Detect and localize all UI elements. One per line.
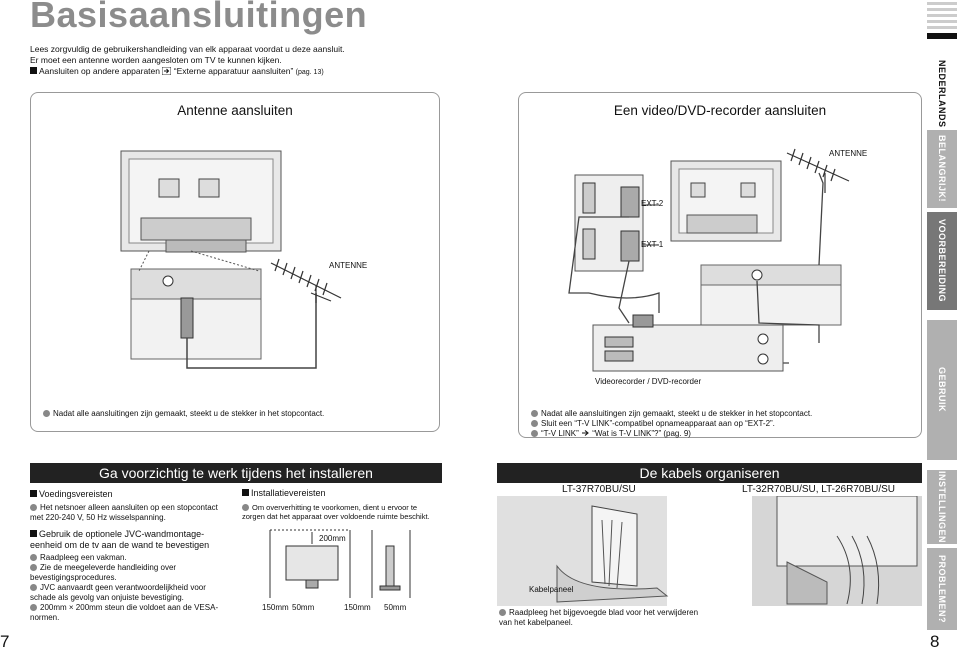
intro-text: Lees zorgvuldig de gebruikershandleiding… <box>30 44 345 78</box>
list-item: Zie de meegeleverde handleiding over bev… <box>30 563 177 582</box>
wall-mount-heading: Gebruik de optionele JVC-wandmontage-een… <box>30 529 210 550</box>
arrow-right-icon <box>582 430 589 436</box>
ext1-label: EXT-1 <box>641 240 664 249</box>
arrow-right-icon <box>162 67 172 75</box>
square-bullet-icon <box>30 67 37 74</box>
intro-line-1: Lees zorgvuldig de gebruikershandleiding… <box>30 44 345 54</box>
recorder-diagram <box>568 148 850 372</box>
recorder-antenna-label: ANTENNE <box>829 149 868 158</box>
antenna-panel: Antenne aansluiten ANTENNE <box>30 92 440 432</box>
square-bullet-icon <box>30 490 37 497</box>
bullet-dot-icon <box>499 609 506 616</box>
dim-top: 200mm <box>319 534 346 543</box>
tab-nederlands[interactable]: NEDERLANDS <box>927 60 957 128</box>
dim-right: 50mm <box>292 603 315 612</box>
recorder-note-1: Nadat alle aansluitingen zijn gemaakt, s… <box>531 409 921 419</box>
ext2-label: EXT-2 <box>641 199 664 208</box>
power-item: Het netsnoer alleen aansluiten op een st… <box>30 503 218 522</box>
bullet-dot-icon <box>531 410 538 417</box>
model-b-label: LT-32R70BU/SU, LT-26R70BU/SU <box>742 484 896 495</box>
bullet-dot-icon <box>30 554 37 561</box>
bullet-dot-icon <box>531 430 538 437</box>
tab-gebruik[interactable]: GEBRUIK <box>927 320 957 460</box>
bullet-dot-icon <box>30 564 37 571</box>
tab-belangrijk[interactable]: BELANGRIJK! <box>927 130 957 208</box>
intro-line-3-a: Aansluiten op andere apparaten <box>39 66 160 76</box>
list-item: 200mm × 200mm steun die voldoet aan de V… <box>30 603 219 622</box>
antenna-panel-title: Antenne aansluiten <box>177 103 293 118</box>
side-stripes <box>927 0 957 40</box>
cable-diagram <box>497 496 922 606</box>
bullet-dot-icon <box>531 420 538 427</box>
model-a-label: LT-37R70BU/SU <box>562 484 636 495</box>
wall-mount-list: Raadpleeg een vakman. Zie de meegeleverd… <box>30 553 230 623</box>
antenna-diagram <box>120 150 342 369</box>
recorder-device-label: Videorecorder / DVD-recorder <box>595 377 702 386</box>
recorder-notes: Nadat alle aansluitingen zijn gemaakt, s… <box>531 409 921 439</box>
intro-line-2: Er moet een antenne worden aangesloten o… <box>30 55 282 65</box>
dim-side-left: 150mm <box>344 603 371 612</box>
power-requirements: Voedingsvereisten Het netsnoer alleen aa… <box>30 489 230 623</box>
recorder-panel-title: Een video/DVD-recorder aansluiten <box>613 103 827 118</box>
bullet-dot-icon <box>43 410 50 417</box>
square-bullet-icon <box>30 530 37 537</box>
antenna-note: Nadat alle aansluitingen zijn gemaakt, s… <box>43 409 324 419</box>
installation-requirements: Installatievereisten Om oververhitting t… <box>242 488 442 522</box>
antenna-label: ANTENNE <box>329 261 368 270</box>
recorder-note-2: Sluit een “T-V LINK”-compatibel opnameap… <box>531 419 921 429</box>
recorder-panel: Een video/DVD-recorder aansluiten <box>518 92 922 438</box>
tab-instellingen[interactable]: INSTELLINGEN <box>927 470 957 544</box>
list-item: JVC aanvaardt geen verantwoordelijkheid … <box>30 583 206 602</box>
page-ref: (pag. 13) <box>295 69 324 76</box>
bullet-dot-icon <box>30 584 37 591</box>
intro-line-3: Aansluiten op andere apparaten “Externe … <box>30 66 345 78</box>
page-number-left: 7 <box>0 632 10 651</box>
page-number-right: 8 <box>930 632 940 651</box>
clearance-diagram <box>269 529 411 598</box>
tab-problemen[interactable]: PROBLEMEN? <box>927 548 957 630</box>
bullet-dot-icon <box>242 503 249 511</box>
bullet-dot-icon <box>30 604 37 611</box>
cables-header: De kabels organiseren <box>497 463 922 483</box>
square-bullet-icon <box>242 489 249 496</box>
recorder-note-3: “T-V LINK” “Wat is T-V LINK”?” (pag. 9) <box>531 429 921 439</box>
power-heading: Voedingsvereisten <box>30 489 230 499</box>
bullet-dot-icon <box>30 504 37 511</box>
cables-note: Raadpleeg het bijgevoegde blad voor het … <box>499 608 699 627</box>
install-item: Om oververhitting te voorkomen, dient u … <box>242 502 430 521</box>
install-heading: Installatievereisten <box>242 488 442 499</box>
cable-panel-label: Kabelpaneel <box>529 585 574 594</box>
tab-voorbereiding[interactable]: VOORBEREIDING <box>927 212 957 310</box>
caution-header: Ga voorzichtig te werk tijdens het insta… <box>30 463 442 483</box>
dim-left: 150mm <box>262 603 289 612</box>
dim-side-right: 50mm <box>384 603 407 612</box>
page-title: Basisaansluitingen <box>30 0 368 35</box>
intro-line-3-b: “Externe apparatuur aansluiten” <box>173 66 294 76</box>
list-item: Raadpleeg een vakman. <box>30 553 230 563</box>
